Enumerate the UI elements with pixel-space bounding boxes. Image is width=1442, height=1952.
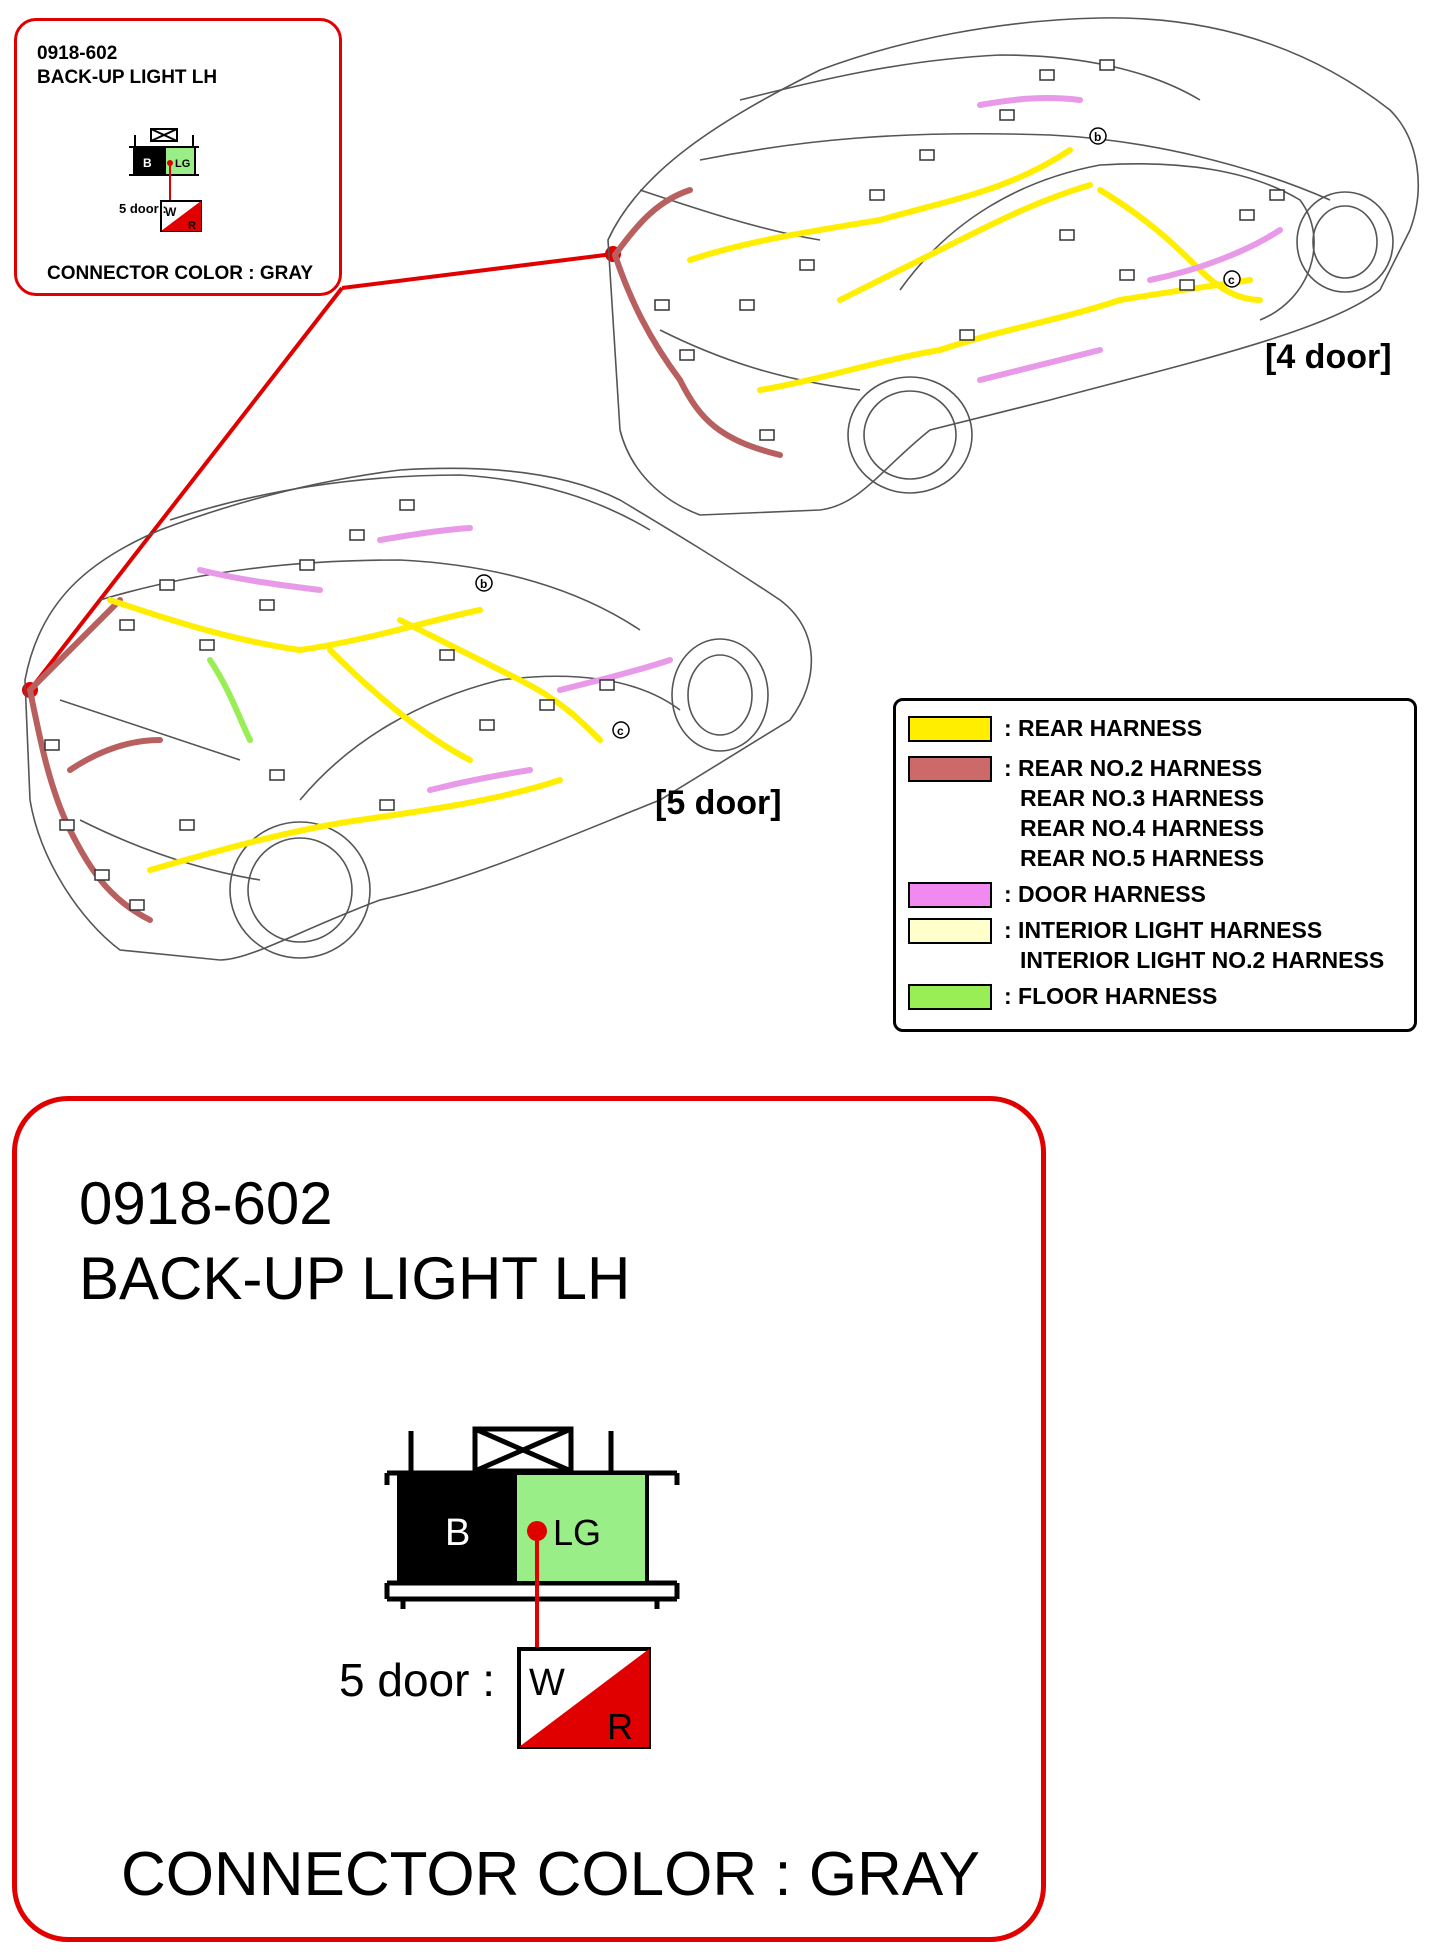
car-5door-connectors [44, 499, 615, 911]
large-door-label: 5 door : [339, 1654, 495, 1706]
legend-label-door: : DOOR HARNESS [1004, 881, 1206, 907]
legend-swatch-interior-light [908, 918, 992, 944]
label-4-door: [4 door] [1265, 338, 1392, 376]
large-callout-name: BACK-UP LIGHT LH [79, 1245, 631, 1312]
legend-swatch-door [908, 882, 992, 908]
car-4door-harness [612, 94, 1283, 458]
legend-label-rear-no5: REAR NO.5 HARNESS [1020, 845, 1265, 871]
legend-label-rear-no3: REAR NO.3 HARNESS [1020, 785, 1265, 811]
legend-label-rear-no2: : REAR NO.2 HARNESS [1004, 755, 1263, 781]
legend-label-floor: : FLOOR HARNESS [1004, 983, 1218, 1009]
harness-legend: : REAR HARNESS : REAR NO.2 HARNESS REAR … [893, 698, 1417, 1032]
legend-swatch-rear-no2 [908, 756, 992, 782]
legend-label-rear-no4: REAR NO.4 HARNESS [1020, 815, 1265, 841]
large-pin-b: B [445, 1512, 470, 1554]
small-pin-lg: LG [175, 158, 190, 170]
marker-c-4door: c [1228, 273, 1235, 287]
small-wire-w: W [165, 205, 177, 219]
small-connector-callout: 0918-602 BACK-UP LIGHT LH B LG W R 5 doo… [14, 18, 342, 296]
legend-label-rear: : REAR HARNESS [1004, 715, 1203, 741]
large-wire-w: W [529, 1662, 565, 1704]
small-door-label: 5 door : [119, 201, 167, 216]
large-connector-callout: 0918-602 BACK-UP LIGHT LH B LG W R 5 doo… [12, 1096, 1046, 1942]
large-connector-icon: B LG W R [384, 1426, 680, 1749]
small-callout-name: BACK-UP LIGHT LH [37, 67, 218, 88]
harness-diagram-svg: b c b c [22, 17, 1419, 961]
small-wire-r: R [188, 220, 196, 232]
legend-label-interior-light-no2: INTERIOR LIGHT NO.2 HARNESS [1020, 947, 1385, 973]
car-4door-connectors [654, 59, 1285, 441]
car-4door-outline [607, 17, 1419, 516]
legend-swatch-floor [908, 984, 992, 1010]
marker-c-5door: c [617, 724, 624, 738]
large-callout-code: 0918-602 [79, 1170, 333, 1237]
small-pin-b: B [143, 156, 152, 170]
car-5door-outline [24, 467, 813, 961]
small-callout-code: 0918-602 [37, 43, 118, 64]
large-wire-r: R [607, 1706, 633, 1747]
marker-b-4door: b [1094, 130, 1101, 144]
leader-lines [22, 246, 621, 698]
car-5door-harness [27, 525, 673, 923]
legend-swatch-rear [908, 716, 992, 742]
large-pin-lg: LG [553, 1512, 601, 1553]
small-connector-icon: B LG W R [129, 128, 202, 232]
large-connector-color: CONNECTOR COLOR : GRAY [121, 1840, 980, 1909]
label-5-door: [5 door] [655, 784, 782, 822]
legend-label-interior-light: : INTERIOR LIGHT HARNESS [1004, 917, 1323, 943]
marker-b-5door: b [480, 577, 487, 591]
small-connector-color: CONNECTOR COLOR : GRAY [47, 263, 314, 284]
